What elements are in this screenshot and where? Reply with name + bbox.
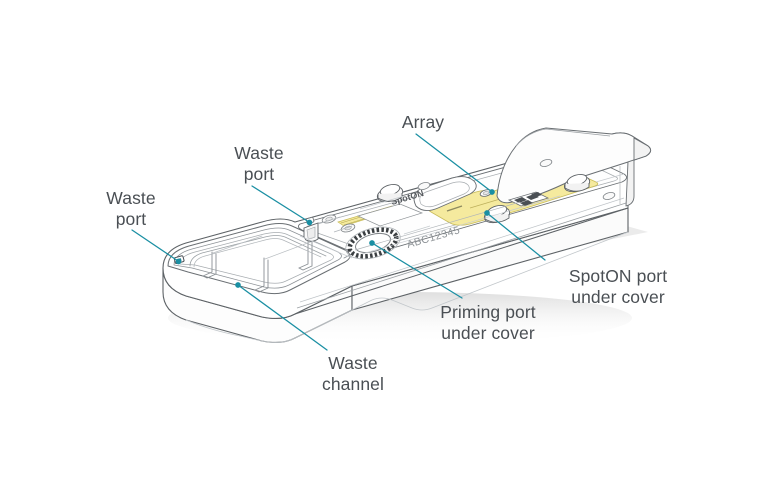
leader-waste-port-left bbox=[131, 229, 182, 265]
boss-left bbox=[376, 184, 404, 203]
callout-waste-port-left: Waste port bbox=[106, 188, 156, 229]
deck-fasteners bbox=[321, 159, 616, 233]
callout-priming-port-under-cover: Priming port under cover bbox=[440, 302, 536, 343]
cover-flap bbox=[496, 127, 652, 208]
leader-lines bbox=[131, 133, 546, 351]
body-front-edge bbox=[294, 197, 629, 315]
spoton-port-assembly bbox=[413, 176, 493, 212]
callout-spoton-port-under-cover: SpotON port under cover bbox=[568, 266, 668, 307]
boss-right bbox=[563, 174, 591, 193]
leader-waste-port-mid bbox=[251, 185, 313, 226]
callout-waste-port-mid: Waste port bbox=[234, 143, 284, 184]
deck-detail-lines bbox=[299, 173, 625, 259]
leader-waste-channel bbox=[235, 282, 328, 351]
callout-array: Array bbox=[401, 112, 445, 132]
leader-priming-port bbox=[369, 240, 463, 299]
waste-port-mid-feature bbox=[303, 216, 319, 242]
leader-spoton-port bbox=[484, 210, 546, 261]
callout-waste-channel: Waste channel bbox=[321, 353, 384, 394]
leader-array bbox=[415, 133, 495, 195]
waste-channel-grooves bbox=[189, 231, 353, 293]
